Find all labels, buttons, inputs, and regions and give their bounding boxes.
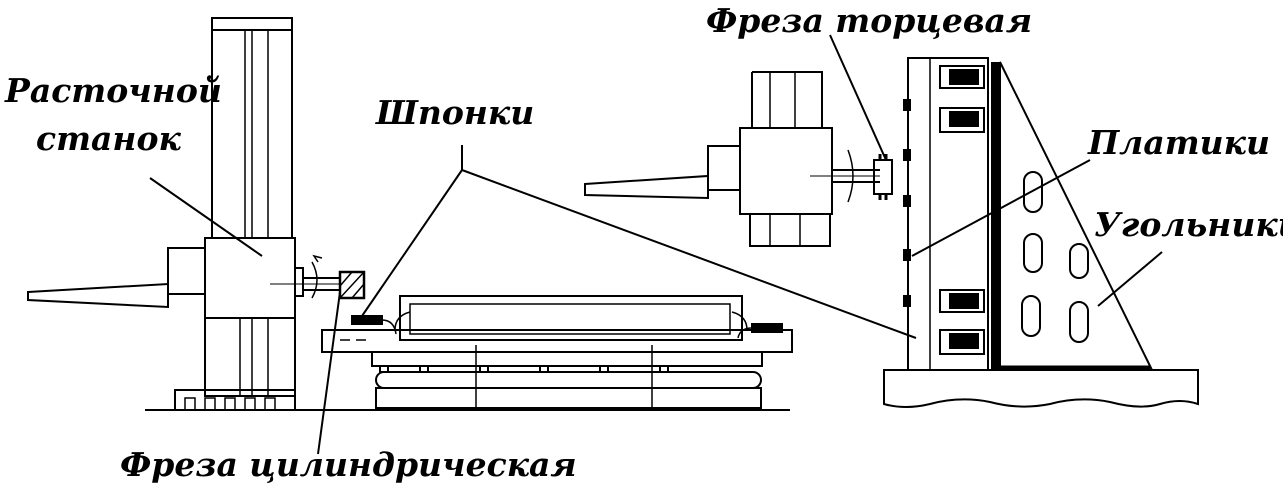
leader-lines — [149, 34, 1163, 455]
label-pads: Платики — [1088, 123, 1270, 162]
table-workpiece-drawing — [321, 295, 793, 410]
label-angle-plates: Угольники — [1094, 205, 1283, 244]
face-milling-drawing — [584, 57, 1199, 408]
boring-machine-drawing — [27, 17, 790, 411]
label-cylindrical-mill: Фреза цилиндрическая — [120, 445, 577, 484]
label-boring-machine-line1: Расточной — [5, 71, 222, 110]
label-face-mill: Фреза торцевая — [706, 1, 1033, 40]
label-boring-machine-line2: станок — [36, 119, 181, 158]
label-keys: Шпонки — [376, 93, 535, 132]
